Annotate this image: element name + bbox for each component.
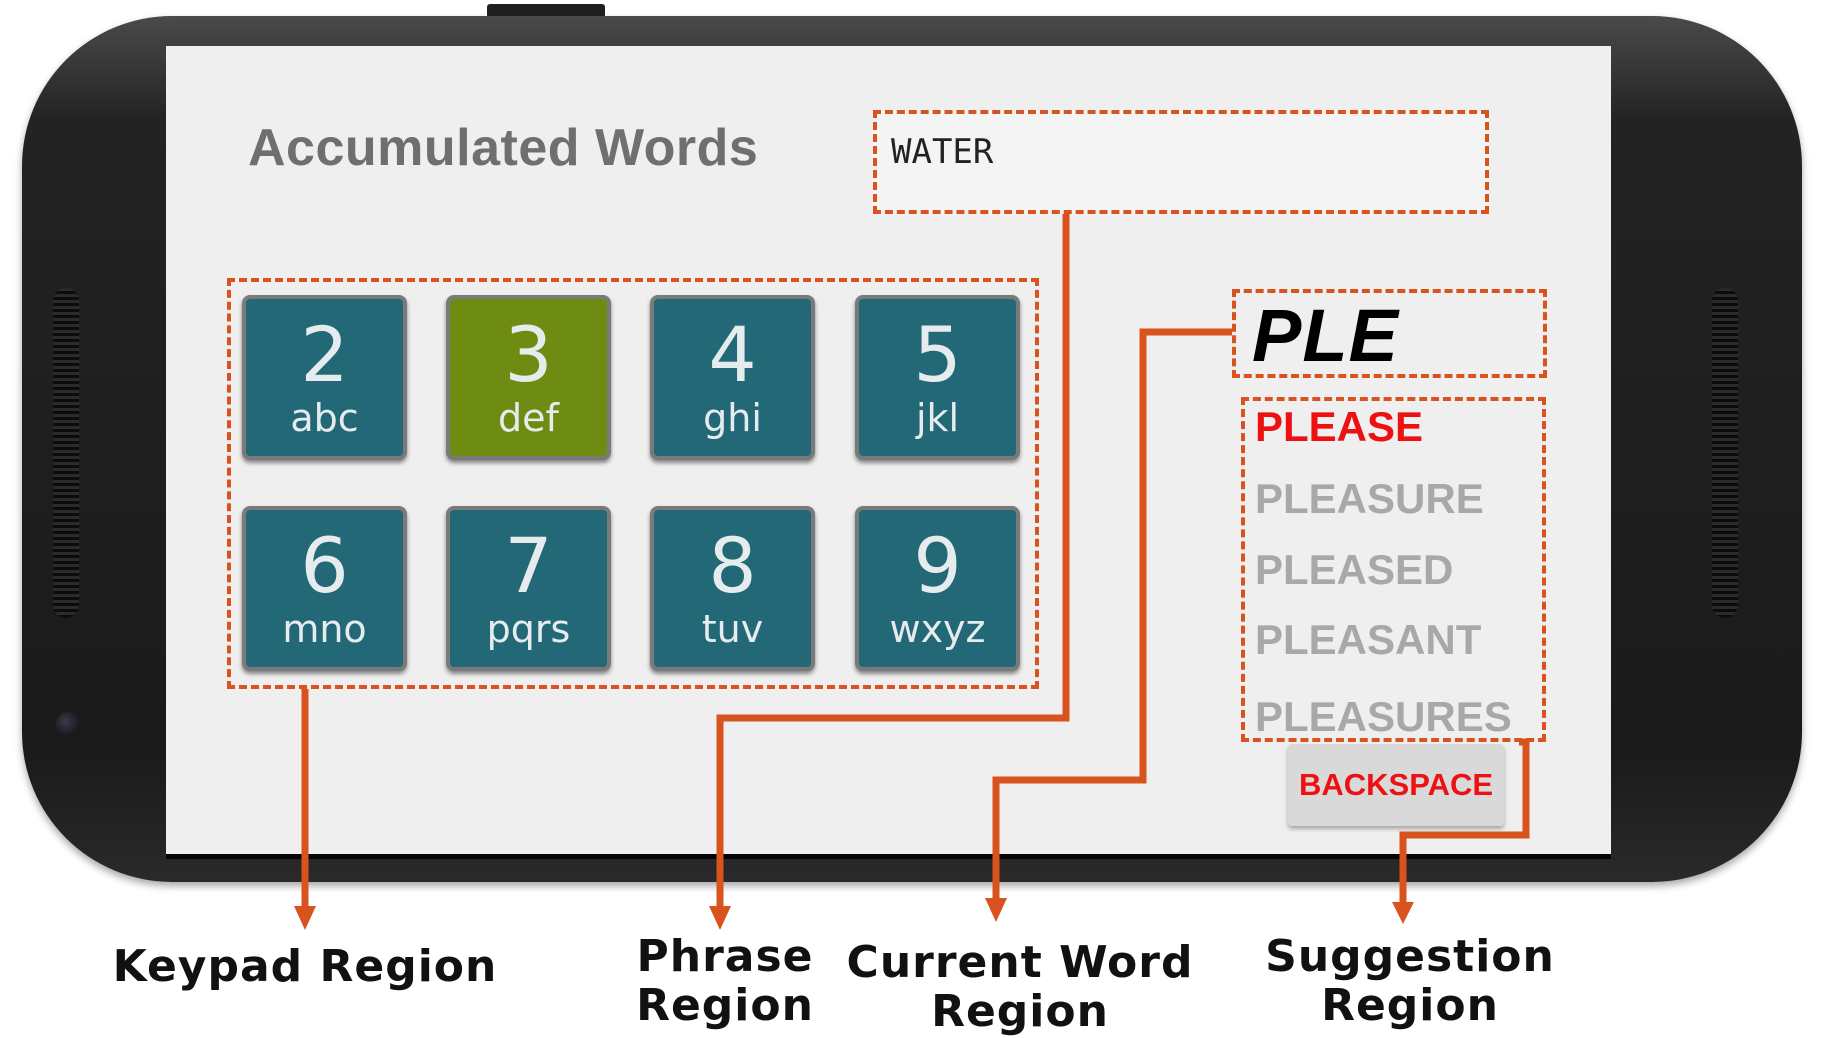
- suggestion-item[interactable]: PLEASANT: [1255, 616, 1482, 663]
- key-digit: 7: [504, 521, 553, 610]
- speaker-grille-right: [1712, 288, 1738, 618]
- keypad-region: [227, 278, 1039, 689]
- key-digit: 5: [913, 310, 962, 399]
- key-5[interactable]: 5 jkl: [855, 295, 1020, 460]
- phrase-connector: [716, 214, 1070, 910]
- key-letters: tuv: [701, 607, 764, 651]
- key-digit: 3: [504, 310, 553, 399]
- phrase-text: WATER: [891, 132, 994, 172]
- key-digit: 2: [300, 310, 349, 399]
- key-6[interactable]: 6 mno: [242, 506, 407, 671]
- key-letters: ghi: [703, 396, 762, 440]
- suggestion-region: PLEASE PLEASURE PLEASED PLEASANT PLEASUR…: [1241, 397, 1546, 742]
- suggestion-item[interactable]: PLEASURES: [1255, 693, 1512, 740]
- current-word-connector: [992, 328, 1232, 902]
- key-letters: jkl: [915, 396, 960, 440]
- key-letters: wxyz: [889, 607, 986, 651]
- arrow-head: [1392, 902, 1414, 924]
- key-digit: 6: [300, 521, 349, 610]
- key-9[interactable]: 9 wxyz: [855, 506, 1020, 671]
- suggestion-region-label: Suggestion Region: [1265, 931, 1555, 1032]
- phrase-region-label: Phrase Region: [636, 931, 814, 1032]
- power-button: [487, 4, 605, 18]
- key-digit: 4: [708, 310, 757, 399]
- key-8[interactable]: 8 tuv: [650, 506, 815, 671]
- suggestion-item[interactable]: PLEASED: [1255, 546, 1454, 593]
- camera-icon: [56, 712, 80, 736]
- key-digit: 9: [913, 521, 962, 610]
- suggestion-connector: [1399, 738, 1530, 906]
- key-letters: pqrs: [486, 607, 571, 651]
- current-word: PLE: [1252, 294, 1399, 377]
- key-letters: abc: [290, 396, 359, 440]
- keypad-region-label: Keypad Region: [112, 941, 498, 992]
- arrow-head: [709, 906, 731, 930]
- current-word-region-label: Current Word Region: [846, 937, 1194, 1038]
- speaker-grille-left: [53, 288, 79, 618]
- page-title: Accumulated Words: [248, 119, 759, 177]
- suggestion-item[interactable]: PLEASURE: [1255, 475, 1484, 522]
- current-word-region: PLE: [1232, 289, 1547, 378]
- key-letters: mno: [282, 607, 367, 651]
- key-4[interactable]: 4 ghi: [650, 295, 815, 460]
- key-3[interactable]: 3 def: [446, 295, 611, 460]
- arrow-head: [985, 898, 1007, 922]
- backspace-button[interactable]: BACKSPACE: [1288, 744, 1504, 826]
- key-digit: 8: [708, 521, 757, 610]
- phrase-region: WATER: [873, 110, 1489, 214]
- key-7[interactable]: 7 pqrs: [446, 506, 611, 671]
- key-2[interactable]: 2 abc: [242, 295, 407, 460]
- arrow-head: [294, 906, 316, 930]
- suggestion-item[interactable]: PLEASE: [1255, 403, 1424, 450]
- key-letters: def: [498, 396, 559, 440]
